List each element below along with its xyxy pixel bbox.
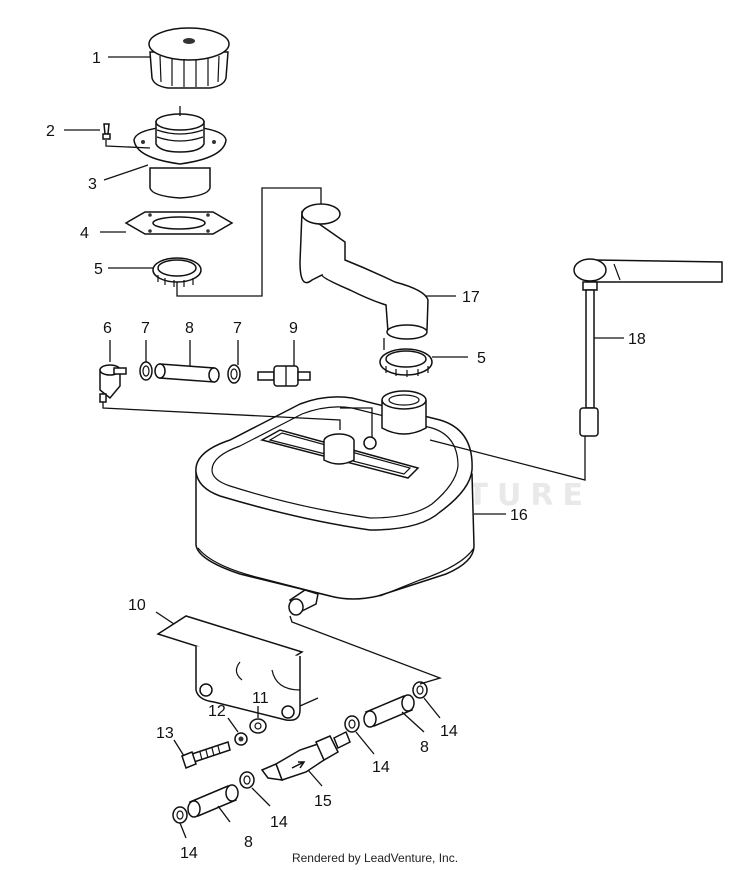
part-11-washer	[249, 718, 267, 734]
callout-1: 1	[92, 50, 101, 67]
callout-10: 10	[128, 597, 146, 614]
part-8-hose-lower	[187, 784, 239, 818]
part-8-hose-upper	[154, 363, 220, 383]
part-16-fuel-tank	[195, 390, 475, 616]
callout-12: 12	[208, 703, 226, 720]
callout-leaders	[64, 56, 624, 839]
footer-credit: Rendered by LeadVenture, Inc.	[291, 851, 459, 865]
part-14-clamp-b	[344, 715, 360, 733]
part-10-bracket	[156, 615, 319, 722]
part-2-screw	[102, 123, 111, 140]
part-8-hose-middle	[363, 694, 415, 728]
callout-8-lower: 8	[244, 834, 253, 851]
part-15-fuel-filter	[260, 730, 351, 781]
part-3-filler-neck	[133, 106, 227, 199]
callout-14-c: 14	[270, 814, 288, 831]
callout-9: 9	[289, 320, 298, 337]
part-6-elbow-fitting	[99, 364, 127, 403]
part-14-clamp-c	[239, 771, 255, 789]
part-5-clamp-lower	[379, 348, 433, 377]
callout-13: 13	[156, 725, 174, 742]
callout-8-upper: 8	[185, 320, 194, 337]
callout-18: 18	[628, 331, 646, 348]
part-14-clamp-d	[172, 806, 188, 824]
part-4-gasket	[124, 211, 234, 235]
callout-5-upper: 5	[94, 261, 103, 278]
part-7-clamp-right	[227, 364, 241, 384]
callout-16: 16	[510, 507, 528, 524]
callout-17: 17	[462, 289, 480, 306]
callout-4: 4	[80, 225, 89, 242]
callout-6: 6	[103, 320, 112, 337]
callout-7-left: 7	[141, 320, 150, 337]
callout-11: 11	[252, 690, 269, 707]
part-12-lock-washer	[234, 732, 248, 746]
callout-numbers: 1 2 3 4 5 6 7 8 7 9 17 5 18 16 10 11 12 …	[46, 50, 646, 862]
connection-lines	[102, 140, 586, 685]
callout-7-right: 7	[233, 320, 242, 337]
part-17-filler-hose	[299, 203, 429, 340]
part-5-clamp-upper	[152, 257, 202, 287]
part-1-fuel-cap	[148, 27, 230, 89]
callout-5-lower: 5	[477, 350, 486, 367]
callout-14-a: 14	[440, 723, 458, 740]
part-9-valve	[257, 365, 311, 387]
part-13-bolt	[181, 741, 231, 769]
part-14-clamp-a	[412, 681, 428, 699]
part-7-clamp-left	[139, 361, 153, 381]
callout-3: 3	[88, 176, 97, 193]
callout-14-b: 14	[372, 759, 390, 776]
callout-14-d: 14	[180, 845, 198, 862]
callout-2: 2	[46, 123, 55, 140]
callout-8-middle: 8	[420, 739, 429, 756]
callout-15: 15	[314, 793, 332, 810]
part-18-fuel-sender	[573, 258, 723, 437]
